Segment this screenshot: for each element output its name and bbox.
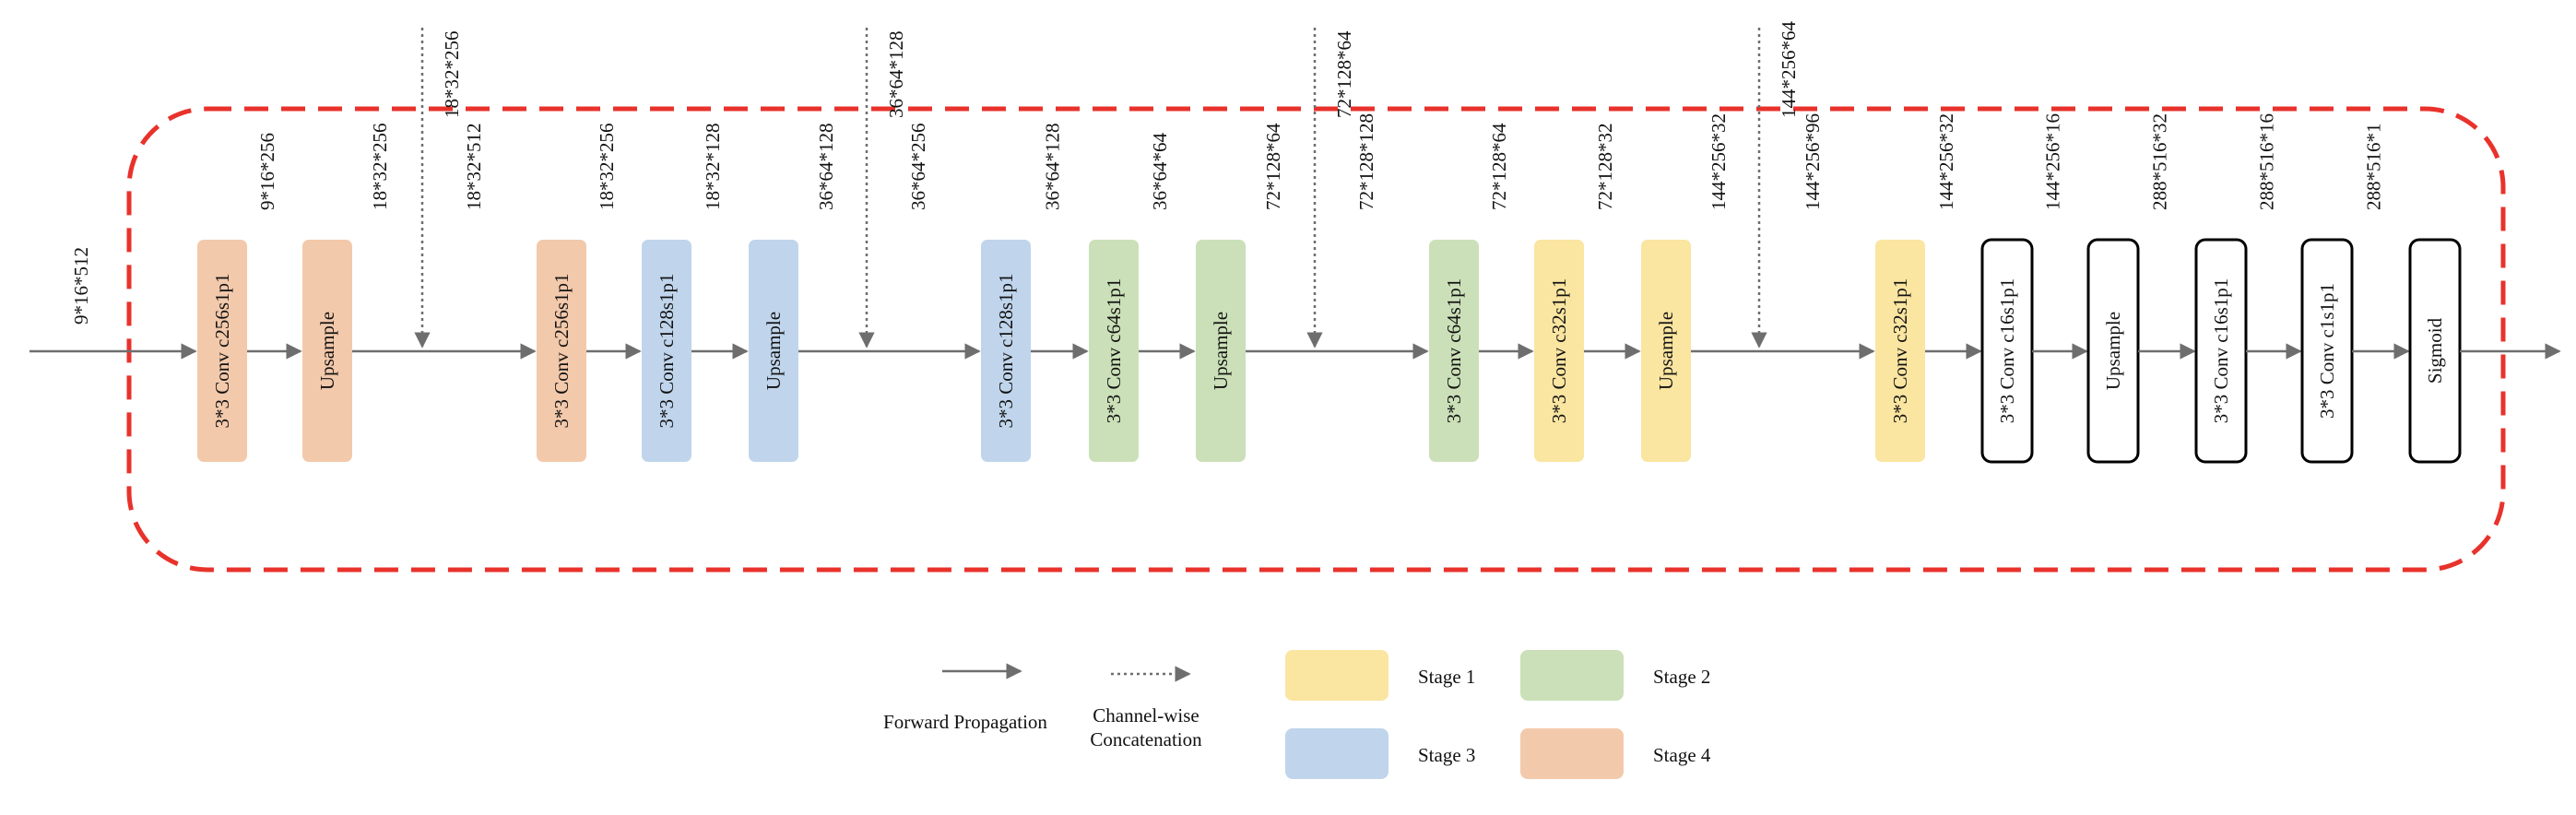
block-5: Upsample <box>749 240 798 462</box>
block-14: Upsample <box>2086 238 2140 464</box>
legend-stage4-label: Stage 4 <box>1653 744 1711 766</box>
legend-stage4-swatch <box>1520 728 1624 779</box>
block-label: 3*3 Conv c128s1p1 <box>995 274 1017 429</box>
decoder-frame <box>126 106 2506 573</box>
block-label: 3*3 Conv c16s1p1 <box>1996 278 2018 424</box>
block-2-output-dim: 18*32*256 <box>369 124 391 211</box>
block-box <box>537 240 586 462</box>
skip-3-dim-label: 72*128*64 <box>1333 30 1355 118</box>
legend: Forward Propagation Channel-wise Concate… <box>883 650 1711 779</box>
block-label: Upsample <box>762 312 785 390</box>
legend-stage2-label: Stage 2 <box>1653 666 1710 688</box>
legend-concat-label-1: Channel-wise <box>1093 704 1199 726</box>
block-box <box>302 240 352 462</box>
block-16-output-dim: 288*516*1 <box>2363 124 2385 211</box>
legend-stage1-swatch <box>1285 650 1388 701</box>
block-box <box>749 240 798 462</box>
block-9-input-dim: 72*128*128 <box>1355 113 1377 210</box>
block-6-input-dim: 36*64*256 <box>907 124 929 211</box>
block-label: Upsample <box>1210 312 1232 390</box>
block-box <box>1196 240 1246 462</box>
block-12: 3*3 Conv c32s1p1 <box>1875 240 1925 462</box>
block-8: Upsample <box>1196 240 1246 462</box>
block-13-output-dim: 144*256*16 <box>2042 113 2064 210</box>
block-label: Sigmoid <box>2424 317 2446 384</box>
block-box <box>197 240 247 462</box>
block-box <box>1641 240 1691 462</box>
legend-concat-label-2: Concatenation <box>1090 728 1202 750</box>
block-label: 3*3 Conv c32s1p1 <box>1548 278 1570 424</box>
legend-forward-label: Forward Propagation <box>883 711 1047 733</box>
block-label: 3*3 Conv c16s1p1 <box>2210 278 2232 424</box>
legend-stage2-swatch <box>1520 650 1624 701</box>
block-label: 3*3 Conv c32s1p1 <box>1889 278 1911 424</box>
block-label: 3*3 Conv c256s1p1 <box>211 274 233 429</box>
block-label: 3*3 Conv c1s1p1 <box>2316 283 2338 419</box>
block-14-output-dim: 288*516*32 <box>2149 113 2171 210</box>
block-7-output-dim: 36*64*64 <box>1149 133 1171 211</box>
block-label: Upsample <box>1655 312 1677 390</box>
legend-stage3-label: Stage 3 <box>1418 744 1475 766</box>
block-label: Upsample <box>2102 312 2124 390</box>
block-6-output-dim: 36*64*128 <box>1042 124 1064 211</box>
block-label: 3*3 Conv c256s1p1 <box>550 274 573 429</box>
legend-stage1-label: Stage 1 <box>1418 666 1475 688</box>
block-box <box>1875 240 1925 462</box>
block-11: Upsample <box>1641 240 1691 462</box>
block-2: Upsample <box>302 240 352 462</box>
block-box <box>642 240 691 462</box>
block-8-output-dim: 72*128*64 <box>1262 123 1284 210</box>
block-label: 3*3 Conv c128s1p1 <box>656 274 678 429</box>
block-13: 3*3 Conv c16s1p1 <box>1980 238 2034 464</box>
main-flow: 9*16*512 3*3 Conv c256s1p1 9*16*256Upsampl… <box>30 21 2561 464</box>
input-dim-label: 9*16*512 <box>70 247 92 325</box>
block-3-output-dim: 18*32*256 <box>596 124 618 211</box>
block-11-output-dim: 144*256*32 <box>1707 113 1730 210</box>
skip-2-dim-label: 36*64*128 <box>885 31 907 119</box>
block-12-output-dim: 144*256*32 <box>1935 113 1957 210</box>
block-box <box>1429 240 1479 462</box>
block-10-output-dim: 72*128*32 <box>1594 124 1616 211</box>
block-4-output-dim: 18*32*128 <box>702 124 724 211</box>
block-3: 3*3 Conv c256s1p1 <box>537 240 586 462</box>
block-label: 3*3 Conv c64s1p1 <box>1103 278 1125 424</box>
block-1: 3*3 Conv c256s1p1 <box>197 240 247 462</box>
block-4: 3*3 Conv c128s1p1 <box>642 240 691 462</box>
block-3-input-dim: 18*32*512 <box>463 124 485 211</box>
block-5-output-dim: 36*64*128 <box>815 124 837 211</box>
block-1-output-dim: 9*16*256 <box>256 133 278 210</box>
block-15: 3*3 Conv c16s1p1 <box>2194 238 2248 464</box>
block-box <box>981 240 1031 462</box>
block-17: Sigmoid <box>2408 238 2462 464</box>
block-label: 3*3 Conv c64s1p1 <box>1443 278 1465 424</box>
block-10: 3*3 Conv c32s1p1 <box>1534 240 1584 462</box>
block-box <box>1534 240 1584 462</box>
skip-1-dim-label: 18*32*256 <box>441 31 463 119</box>
block-label: Upsample <box>316 312 338 390</box>
block-9-output-dim: 72*128*64 <box>1488 123 1510 210</box>
block-6: 3*3 Conv c128s1p1 <box>981 240 1031 462</box>
block-12-input-dim: 144*256*96 <box>1802 113 1824 210</box>
skip-4-dim-label: 144*256*64 <box>1778 21 1800 119</box>
block-9: 3*3 Conv c64s1p1 <box>1429 240 1479 462</box>
block-7: 3*3 Conv c64s1p1 <box>1089 240 1139 462</box>
block-box <box>1089 240 1139 462</box>
block-16: 3*3 Conv c1s1p1 <box>2300 238 2354 464</box>
block-15-output-dim: 288*516*16 <box>2256 113 2278 210</box>
legend-stage3-swatch <box>1285 728 1388 779</box>
